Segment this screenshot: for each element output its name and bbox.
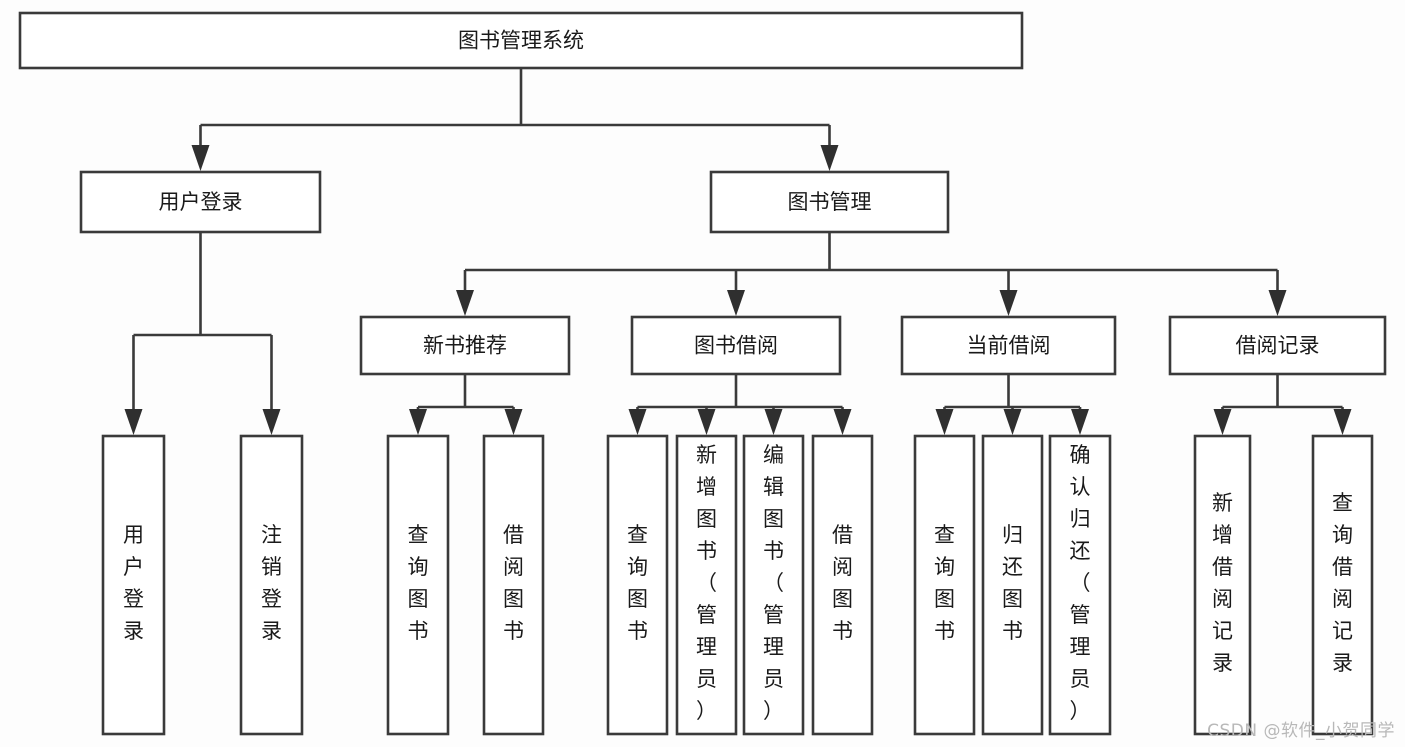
- node-label: 新书推荐: [423, 334, 507, 358]
- node-box[interactable]: [1048, 434, 1112, 736]
- node-label: 借阅记录: [1236, 334, 1320, 358]
- node-label: 查询图书: [627, 523, 648, 643]
- arrow-head-icon: [1071, 409, 1089, 435]
- flow-node[interactable]: 查询图书: [913, 434, 976, 736]
- node-box[interactable]: [239, 434, 304, 736]
- node-layer: 图书管理系统用户登录图书管理新书推荐图书借阅当前借阅借阅记录用户登录注销登录查询…: [18, 11, 1387, 736]
- node-label: 新增图书（管理员）: [696, 443, 717, 723]
- node-label: 查询图书: [408, 523, 429, 643]
- arrow-head-icon: [1268, 290, 1287, 316]
- node-box[interactable]: [482, 434, 545, 736]
- flow-node[interactable]: 当前借阅: [900, 315, 1117, 376]
- node-box[interactable]: [1193, 434, 1252, 736]
- node-box[interactable]: [811, 434, 874, 736]
- flow-node[interactable]: 归还图书: [981, 434, 1044, 736]
- flow-node[interactable]: 查询图书: [606, 434, 669, 736]
- node-box[interactable]: [1168, 315, 1387, 376]
- node-box[interactable]: [742, 434, 805, 736]
- flow-node[interactable]: 借阅图书: [482, 434, 545, 736]
- flow-node[interactable]: 图书借阅: [630, 315, 842, 376]
- node-label: 注销登录: [261, 523, 282, 643]
- flow-node[interactable]: 新书推荐: [359, 315, 571, 376]
- arrow-head-icon: [504, 409, 523, 435]
- arrow-head-icon: [935, 409, 954, 435]
- flow-node[interactable]: 编辑图书（管理员）: [742, 434, 805, 736]
- node-box[interactable]: [18, 11, 1024, 70]
- connector-layer: [124, 68, 1352, 435]
- arrow-head-icon: [1333, 409, 1352, 435]
- node-box[interactable]: [606, 434, 669, 736]
- node-box[interactable]: [79, 170, 322, 234]
- flow-node[interactable]: 用户登录: [79, 170, 322, 234]
- node-box[interactable]: [1311, 434, 1374, 736]
- arrow-head-icon: [124, 409, 143, 435]
- node-box[interactable]: [913, 434, 976, 736]
- node-label: 编辑图书（管理员）: [763, 443, 784, 723]
- node-label: 归还图书: [1002, 523, 1023, 643]
- node-label: 图书管理: [788, 190, 872, 214]
- flow-node[interactable]: 查询图书: [386, 434, 450, 736]
- node-label: 借阅图书: [503, 523, 524, 643]
- node-box[interactable]: [386, 434, 450, 736]
- node-label: 当前借阅: [967, 334, 1051, 358]
- watermark-label: CSDN @软件_小贺同学: [1207, 721, 1395, 741]
- arrow-head-icon: [409, 409, 427, 435]
- node-label: 查询图书: [934, 523, 955, 643]
- flow-node[interactable]: 新增图书（管理员）: [675, 434, 738, 736]
- arrow-head-icon: [191, 145, 210, 171]
- flow-node[interactable]: 图书管理: [709, 170, 950, 234]
- node-label: 借阅图书: [832, 523, 853, 643]
- flow-node[interactable]: 查询借阅记录: [1311, 434, 1374, 736]
- flow-node[interactable]: 图书管理系统: [18, 11, 1024, 70]
- arrow-head-icon: [456, 290, 474, 316]
- flow-node[interactable]: 借阅记录: [1168, 315, 1387, 376]
- flow-node[interactable]: 借阅图书: [811, 434, 874, 736]
- flow-node[interactable]: 确认归还（管理员）: [1048, 434, 1112, 736]
- arrow-head-icon: [764, 409, 783, 435]
- arrow-head-icon: [820, 145, 839, 171]
- arrow-head-icon: [262, 409, 281, 435]
- arrow-head-icon: [999, 290, 1018, 316]
- arrow-head-icon: [727, 290, 745, 316]
- flow-node[interactable]: 新增借阅记录: [1193, 434, 1252, 736]
- node-label: 确认归还（管理员）: [1070, 443, 1091, 723]
- node-label: 新增借阅记录: [1212, 491, 1233, 675]
- node-box[interactable]: [675, 434, 738, 736]
- arrow-head-icon: [628, 409, 647, 435]
- node-box[interactable]: [101, 434, 166, 736]
- node-label: 用户登录: [123, 523, 144, 643]
- node-box[interactable]: [981, 434, 1044, 736]
- arrow-head-icon: [697, 409, 716, 435]
- node-label: 图书借阅: [694, 334, 778, 358]
- flow-node[interactable]: 用户登录: [101, 434, 166, 736]
- flow-node[interactable]: 注销登录: [239, 434, 304, 736]
- node-label: 用户登录: [159, 190, 243, 214]
- node-box[interactable]: [630, 315, 842, 376]
- node-label: 查询借阅记录: [1332, 491, 1353, 675]
- node-box[interactable]: [359, 315, 571, 376]
- node-label: 图书管理系统: [458, 29, 584, 53]
- arrow-head-icon: [1213, 409, 1232, 435]
- arrow-head-icon: [1003, 409, 1022, 435]
- node-box[interactable]: [709, 170, 950, 234]
- arrow-head-icon: [833, 409, 852, 435]
- node-box[interactable]: [900, 315, 1117, 376]
